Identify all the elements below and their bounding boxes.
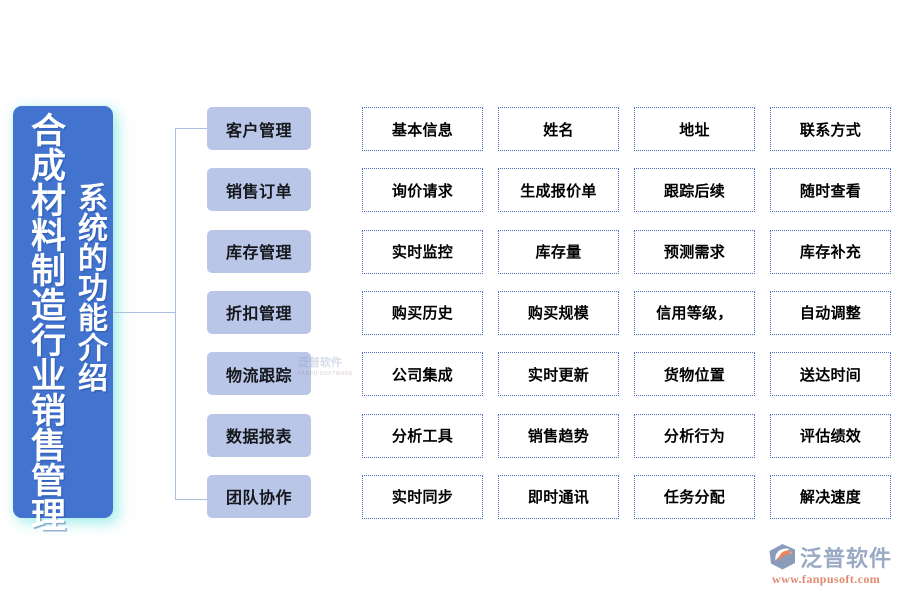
category-box[interactable]: 销售订单 [207, 168, 311, 212]
feature-cell[interactable]: 任务分配 [634, 474, 755, 519]
feature-cell[interactable]: 自动调整 [770, 290, 891, 335]
feature-cell[interactable]: 评估绩效 [770, 413, 891, 458]
feature-cell[interactable]: 预测需求 [634, 229, 755, 274]
page-title: 合成材料制造行业销售管理 [26, 112, 65, 532]
feature-cell[interactable]: 信用等级， [634, 290, 755, 335]
feature-cell[interactable]: 询价请求 [362, 168, 483, 213]
feature-cell[interactable]: 实时同步 [362, 474, 483, 519]
feature-cell[interactable]: 即时通讯 [498, 474, 619, 519]
brand-logo: 泛普软件 www.fanpusoft.com [768, 543, 896, 587]
category-box[interactable]: 物流跟踪 [207, 352, 311, 396]
category-box[interactable]: 数据报表 [207, 413, 311, 457]
feature-cell[interactable]: 实时更新 [498, 352, 619, 397]
feature-cell[interactable]: 库存补充 [770, 229, 891, 274]
feature-cell[interactable]: 地址 [634, 107, 755, 151]
logo-url: www.fanpusoft.com [772, 572, 881, 586]
title-block: 合成材料制造行业销售管理 系统的功能介绍 [13, 106, 113, 532]
feature-cell[interactable]: 分析工具 [362, 413, 483, 458]
feature-cell[interactable]: 跟踪后续 [634, 168, 755, 213]
feature-cell[interactable]: 实时监控 [362, 229, 483, 274]
logo-row: 泛普软件 [768, 543, 896, 571]
feature-cell[interactable]: 库存量 [498, 229, 619, 274]
feature-cell[interactable]: 销售趋势 [498, 413, 619, 458]
connector-stub-top [175, 128, 207, 129]
category-box[interactable]: 库存管理 [207, 229, 311, 273]
category-box[interactable]: 客户管理 [207, 107, 311, 150]
category-box[interactable]: 团队协作 [207, 474, 311, 518]
page-subtitle: 系统的功能介绍 [73, 182, 106, 392]
logo-wordmark: 泛普软件 [800, 546, 893, 571]
feature-cell[interactable]: 联系方式 [770, 107, 891, 151]
feature-cell[interactable]: 购买历史 [362, 290, 483, 335]
connector-trunk-line [113, 312, 176, 313]
category-box[interactable]: 折扣管理 [207, 290, 311, 334]
feature-cell[interactable]: 分析行为 [634, 413, 755, 458]
feature-cell[interactable]: 解决速度 [770, 474, 891, 519]
feature-cell[interactable]: 生成报价单 [498, 168, 619, 213]
connector-spine-line [175, 128, 176, 500]
feature-cell[interactable]: 姓名 [498, 107, 619, 151]
feature-cell[interactable]: 基本信息 [362, 107, 483, 151]
connector-stub-bottom [175, 499, 207, 500]
feature-cell[interactable]: 送达时间 [770, 352, 891, 397]
feature-cell[interactable]: 货物位置 [634, 352, 755, 397]
feature-cell[interactable]: 购买规模 [498, 290, 619, 335]
fanpu-logo-icon [768, 543, 798, 571]
feature-cell[interactable]: 随时查看 [770, 168, 891, 213]
feature-cell[interactable]: 公司集成 [362, 352, 483, 397]
